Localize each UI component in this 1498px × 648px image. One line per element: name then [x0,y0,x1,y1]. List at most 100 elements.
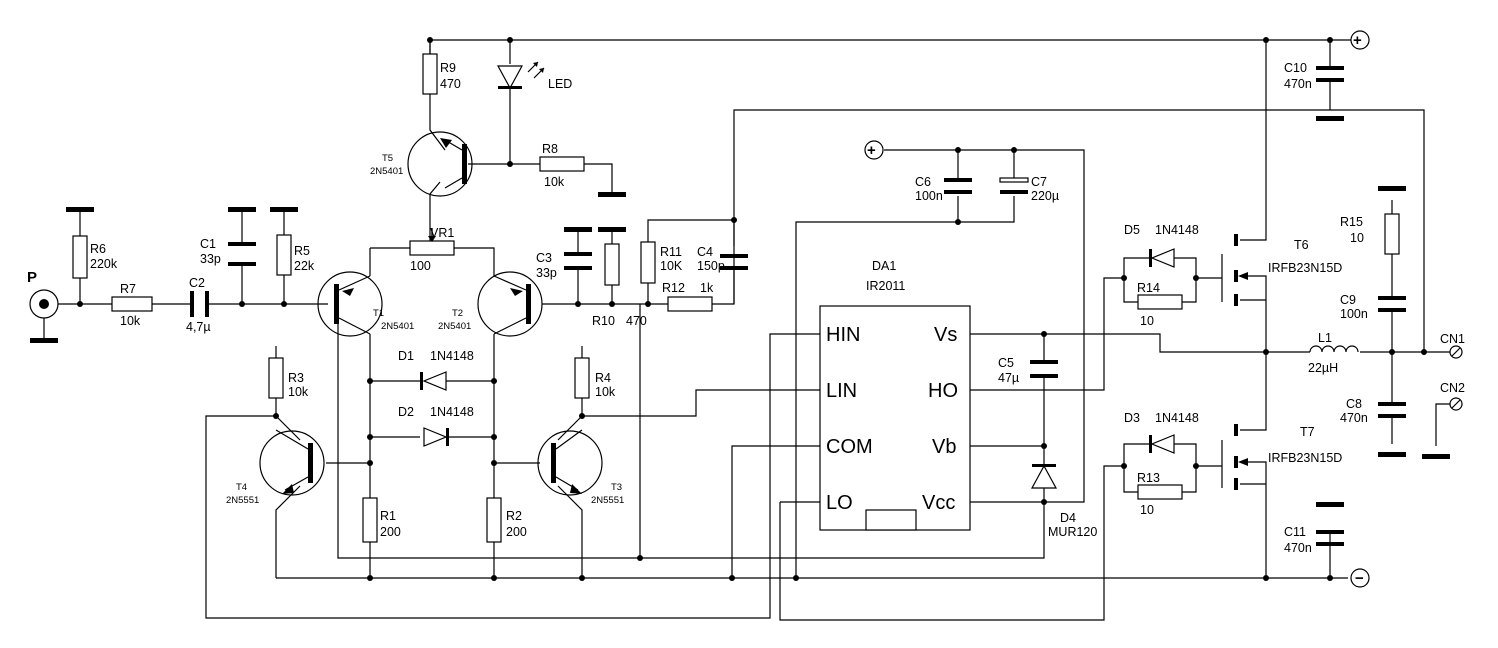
r3-name: R3 [288,371,304,385]
resistor-r13 [1137,484,1183,500]
transistor-t3 [537,430,603,496]
resistors: R6 220k R7 10k R5 22k R9 470 R8 10k VR1 … [72,53,1400,543]
r8-name: R8 [542,142,558,156]
c6-value: 100n [915,189,943,203]
r10-name: R10 [592,314,615,328]
ic-part-number: IR2011 [866,279,905,293]
transistors: T5 2N5401 T1 2N5401 T2 2N5401 T4 2N5551 … [226,131,624,506]
ic-name: DA1 [872,259,896,273]
diode-d1 [422,371,447,391]
c5-name: C5 [998,356,1014,370]
capacitor-c7 [999,177,1029,183]
r3-value: 10k [288,385,309,399]
terminals: + + − CN1 CN2 [864,30,1465,588]
t5-name: T5 [382,153,393,164]
r14-value: 10 [1140,314,1154,328]
supply-plus-label-ic: + [867,142,876,159]
inductor-l1: L1 22µH [1308,331,1359,375]
t5-value: 2N5401 [370,166,403,177]
resistor-r5 [276,234,292,276]
c8-value: 470n [1340,411,1368,425]
resistor-r8 [539,156,585,172]
r9-name: R9 [440,61,456,75]
c11-value: 470n [1284,541,1312,555]
t4-value: 2N5551 [226,495,259,506]
pin-vcc: Vcc [922,492,955,514]
pin-ho: HO [928,380,958,402]
c4-name: C4 [697,245,713,259]
capacitors: C1 33p C2 4,7µ C3 33p C4 150p C6 100n C7… [186,61,1406,555]
mosfets: T6 IRFB23N15D T7 IRFB23N15D [1234,234,1342,490]
r7-name: R7 [120,282,136,296]
t2-value: 2N5401 [438,321,471,332]
t7-value: IRFB23N15D [1268,451,1342,465]
pin-vs: Vs [934,324,957,346]
output-terminal-cn2 [1449,397,1463,411]
vr1-value: 100 [410,259,431,273]
d1-name: D1 [398,349,414,363]
c3-value: 33p [536,266,557,280]
c2-name: C2 [189,276,205,290]
d4-value: MUR120 [1048,525,1097,539]
supply-plus-terminal-ic [864,140,884,160]
c9-name: C9 [1340,293,1356,307]
transistor-t2 [477,271,543,337]
d2-value: 1N4148 [430,405,474,419]
c7-name: C7 [1031,175,1047,189]
c10-value: 470n [1284,77,1312,91]
resistor-r1 [362,497,378,543]
c6-name: C6 [915,175,931,189]
capacitor-c3 [564,252,592,256]
c9-value: 100n [1340,307,1368,321]
resistor-r14 [1137,294,1183,310]
resistor-r4 [574,357,590,399]
cn2-label: CN2 [1440,381,1465,395]
resistor-r3 [268,357,284,399]
l1-name: L1 [1318,331,1332,345]
d1-value: 1N4148 [430,349,474,363]
potentiometer-vr1 [409,240,455,256]
r1-value: 200 [380,525,401,539]
r11-value: 10K [660,259,683,273]
ic-da1: DA1 IR2011 HIN LIN COM LO Vs HO Vb Vcc [819,259,971,531]
c1-name: C1 [200,237,216,251]
input-connector: P [27,269,59,338]
transistor-t5 [407,131,473,197]
output-terminal-cn1 [1449,345,1463,359]
r15-name: R15 [1340,215,1363,229]
r13-value: 10 [1140,503,1154,517]
diode-d3 [1150,434,1175,454]
d3-name: D3 [1124,411,1140,425]
t3-name: T3 [611,482,622,493]
capacitor-c10 [1316,66,1344,70]
d5-name: D5 [1124,223,1140,237]
capacitor-c1 [228,242,256,246]
r6-value: 220k [90,257,118,271]
pin-com: COM [826,436,873,458]
d5-value: 1N4148 [1155,223,1199,237]
t2-name: T2 [452,308,463,319]
d3-value: 1N4148 [1155,411,1199,425]
c7-value: 220µ [1031,189,1059,203]
resistor-r9 [422,53,438,95]
capacitor-c11 [1316,530,1344,534]
led-label: LED [548,77,572,91]
r6-name: R6 [90,242,106,256]
capacitor-c2 [190,291,194,317]
r1-name: R1 [380,509,396,523]
r4-name: R4 [595,371,611,385]
resistor-r7 [111,296,153,312]
c8-name: C8 [1346,397,1362,411]
d4-name: D4 [1060,511,1076,525]
junction-dots [77,37,1427,581]
c2-value: 4,7µ [186,320,211,334]
c11-name: C11 [1284,525,1306,539]
pin-vb: Vb [932,436,956,458]
r5-value: 22k [294,259,315,273]
supply-plus-label: + [1353,32,1362,49]
input-connector-label: P [27,269,37,286]
vr1-name: VR1 [430,226,454,240]
cn1-label: CN1 [1440,332,1465,346]
pin-lo: LO [826,492,853,514]
